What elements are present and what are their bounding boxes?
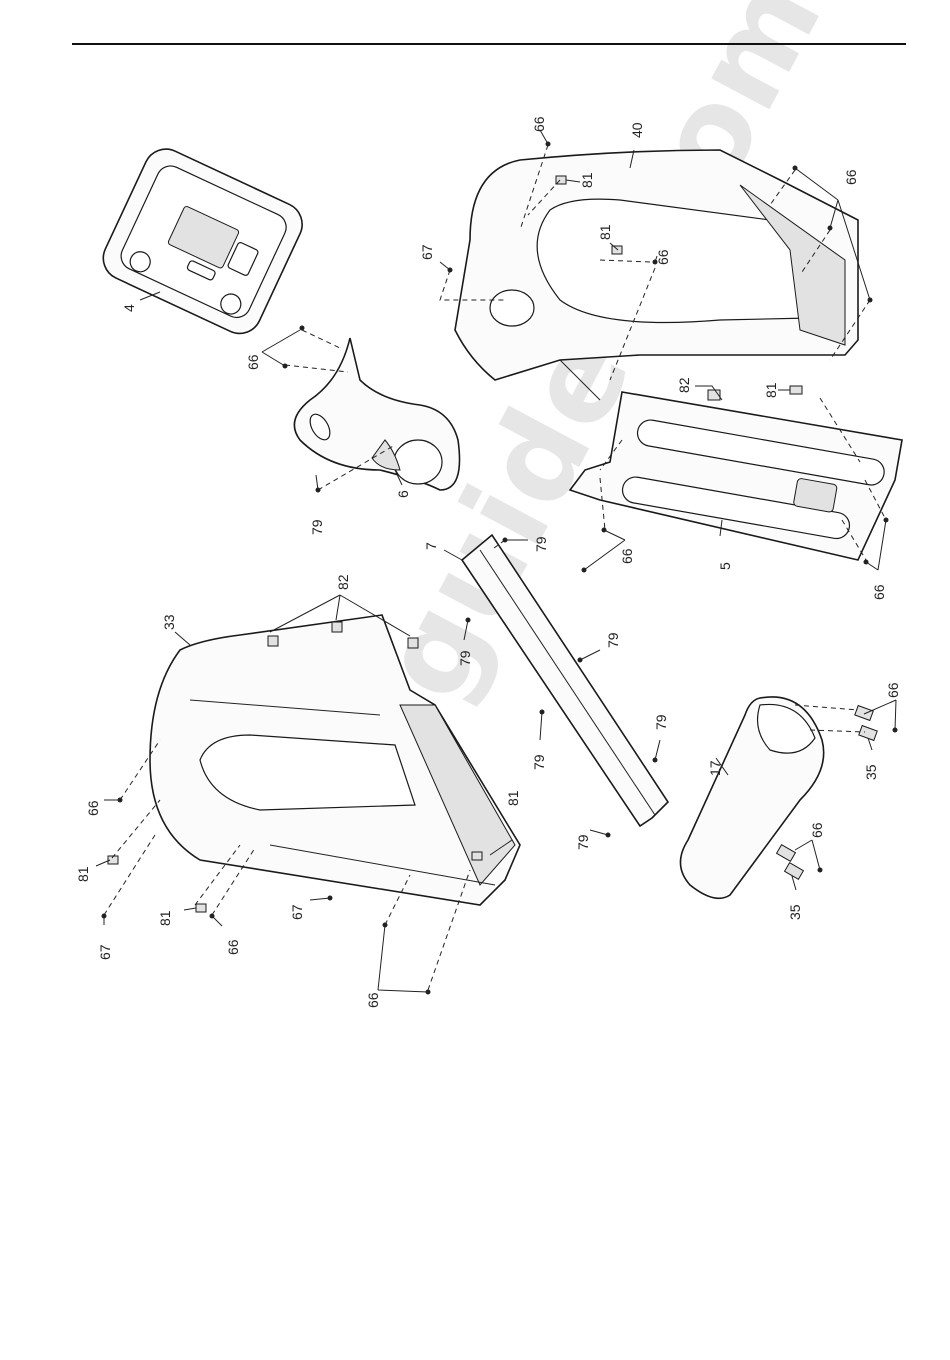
callout-66: 66 <box>809 822 825 838</box>
callout-79: 79 <box>309 519 325 535</box>
callout-17: 17 <box>707 760 723 776</box>
callout-66: 66 <box>885 682 901 698</box>
callout-5: 5 <box>717 562 733 570</box>
callout-81: 81 <box>763 382 779 398</box>
callout-66: 66 <box>655 249 671 265</box>
callout-79: 79 <box>653 714 669 730</box>
callout-79: 79 <box>533 536 549 552</box>
callout-66: 66 <box>225 939 241 955</box>
callout-66: 66 <box>619 548 635 564</box>
callout-35: 35 <box>863 764 879 780</box>
part-40-right-shroud <box>455 150 858 400</box>
callout-66: 66 <box>843 169 859 185</box>
callout-33: 33 <box>161 614 177 630</box>
callout-40: 40 <box>629 122 645 138</box>
callout-82: 82 <box>676 377 692 393</box>
callout-35: 35 <box>787 904 803 920</box>
callout-66: 66 <box>365 992 381 1008</box>
callout-81: 81 <box>157 910 173 926</box>
callout-7: 7 <box>423 542 439 550</box>
callout-81: 81 <box>75 866 91 882</box>
callout-66: 66 <box>245 354 261 370</box>
callout-6: 6 <box>395 490 411 498</box>
callout-67: 67 <box>289 904 305 920</box>
callout-79: 79 <box>531 754 547 770</box>
callout-4: 4 <box>121 304 137 312</box>
callout-67: 67 <box>97 944 113 960</box>
part-7-center-strip <box>462 535 668 826</box>
callout-66: 66 <box>871 584 887 600</box>
callout-81: 81 <box>505 790 521 806</box>
callout-79: 79 <box>605 632 621 648</box>
callout-79: 79 <box>457 650 473 666</box>
callout-67: 67 <box>419 244 435 260</box>
callout-66: 66 <box>85 800 101 816</box>
callout-81: 81 <box>597 224 613 240</box>
part-6-front-shroud <box>294 338 459 490</box>
callout-66: 66 <box>531 116 547 132</box>
callout-82: 82 <box>335 574 351 590</box>
callout-81: 81 <box>579 172 595 188</box>
part-17-rear-cover <box>680 697 823 898</box>
callout-79: 79 <box>575 834 591 850</box>
part-5-right-plate <box>570 392 902 560</box>
